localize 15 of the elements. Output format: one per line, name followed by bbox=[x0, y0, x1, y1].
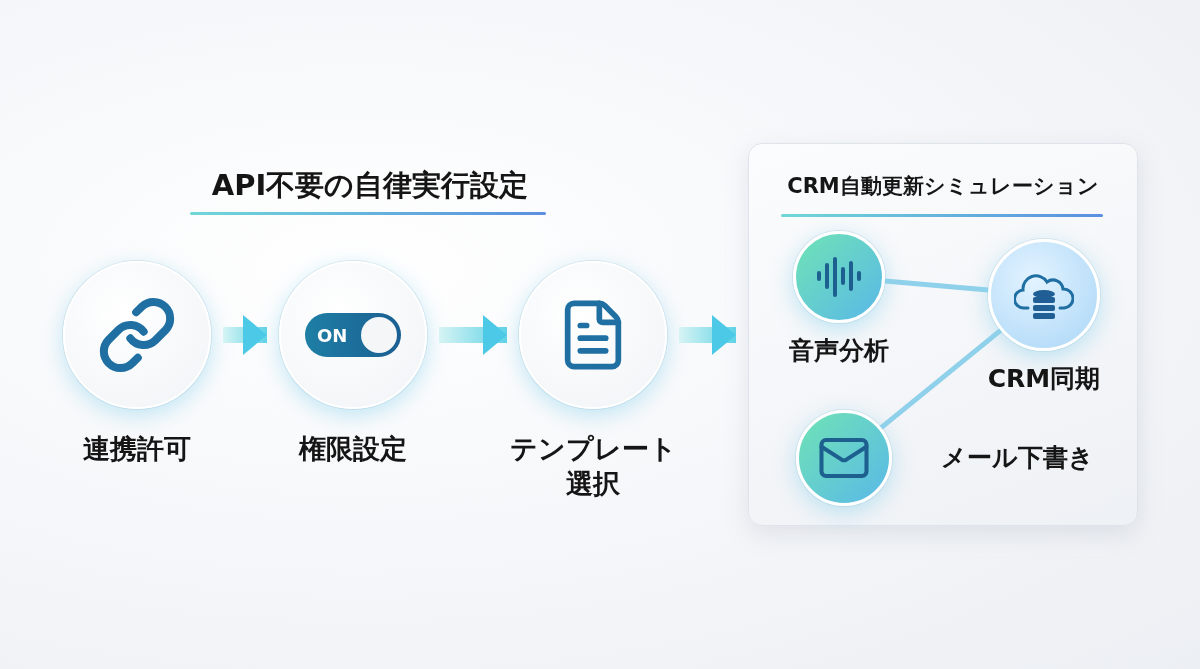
connector-line bbox=[884, 278, 989, 293]
diagram-title: API不要の自律実行設定 bbox=[210, 167, 530, 204]
connector-line bbox=[879, 328, 1003, 430]
node-label: 連携許可 bbox=[82, 432, 192, 466]
node-label: 音声分析 bbox=[788, 335, 890, 367]
arrow bbox=[223, 315, 267, 355]
toggle-switch: ON bbox=[305, 313, 401, 357]
arrow bbox=[679, 315, 736, 355]
panel-title: CRM自動更新シミュレーション bbox=[786, 173, 1100, 200]
node-label: 権限設定 bbox=[297, 432, 408, 466]
node-label: CRM同期 bbox=[986, 363, 1102, 395]
node-label: メール下書き bbox=[939, 441, 1095, 474]
simulation-panel bbox=[748, 143, 1138, 526]
node-label: テンプレート選択 bbox=[508, 432, 678, 502]
arrow bbox=[439, 315, 507, 355]
